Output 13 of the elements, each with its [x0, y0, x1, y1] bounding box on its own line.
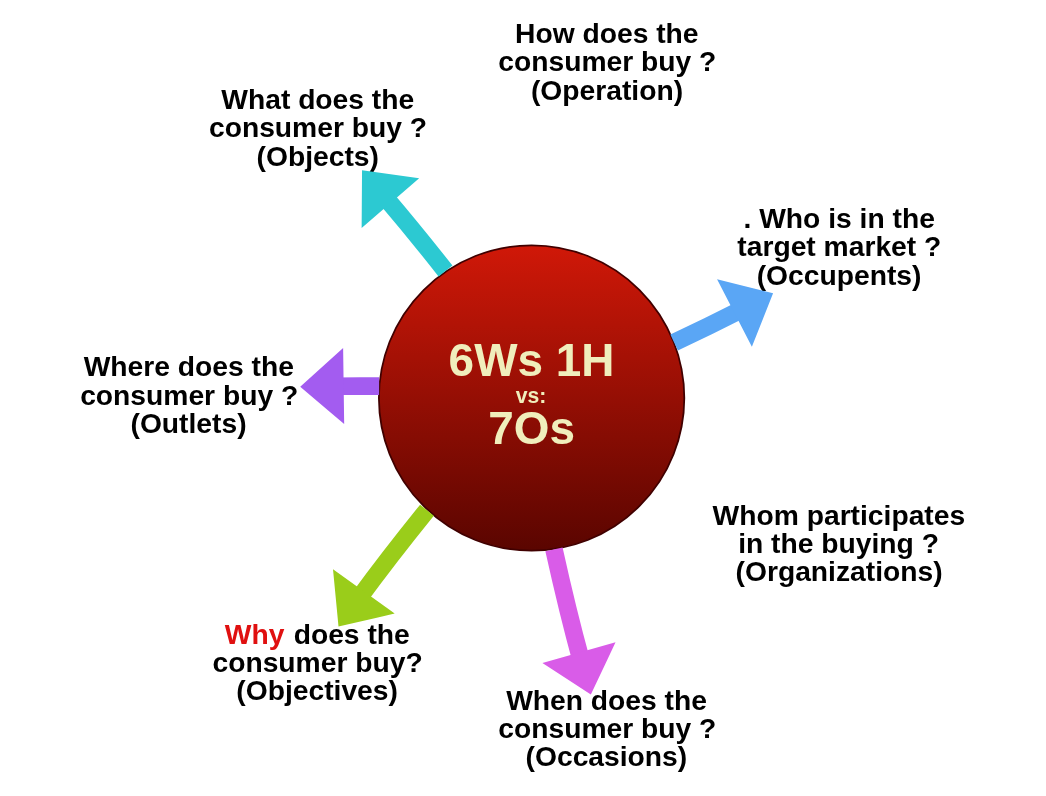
node-text: When does the consumer buy ? (Occasions) — [497, 683, 716, 773]
node-text: How does the consumer buy ? (Operation) — [497, 17, 716, 106]
arrow — [361, 170, 452, 277]
node-text: . Who is in the target market ? (Occupents) — [736, 202, 941, 291]
arrow — [669, 279, 773, 351]
node-text: Where does the consumer buy ? (Outlets) — [79, 350, 298, 439]
arrow — [332, 504, 434, 627]
node-text: Whom participates in the buying ? (Organizations) — [712, 498, 965, 588]
node-text: What does the consumer buy ? (Objects) — [208, 83, 427, 172]
arrow — [541, 547, 615, 695]
arrow — [299, 348, 379, 425]
node-text: Why does the consumer buy? (Objectives) — [211, 617, 423, 707]
node-circle: 6Ws 1H vs: 7Os — [377, 244, 685, 552]
